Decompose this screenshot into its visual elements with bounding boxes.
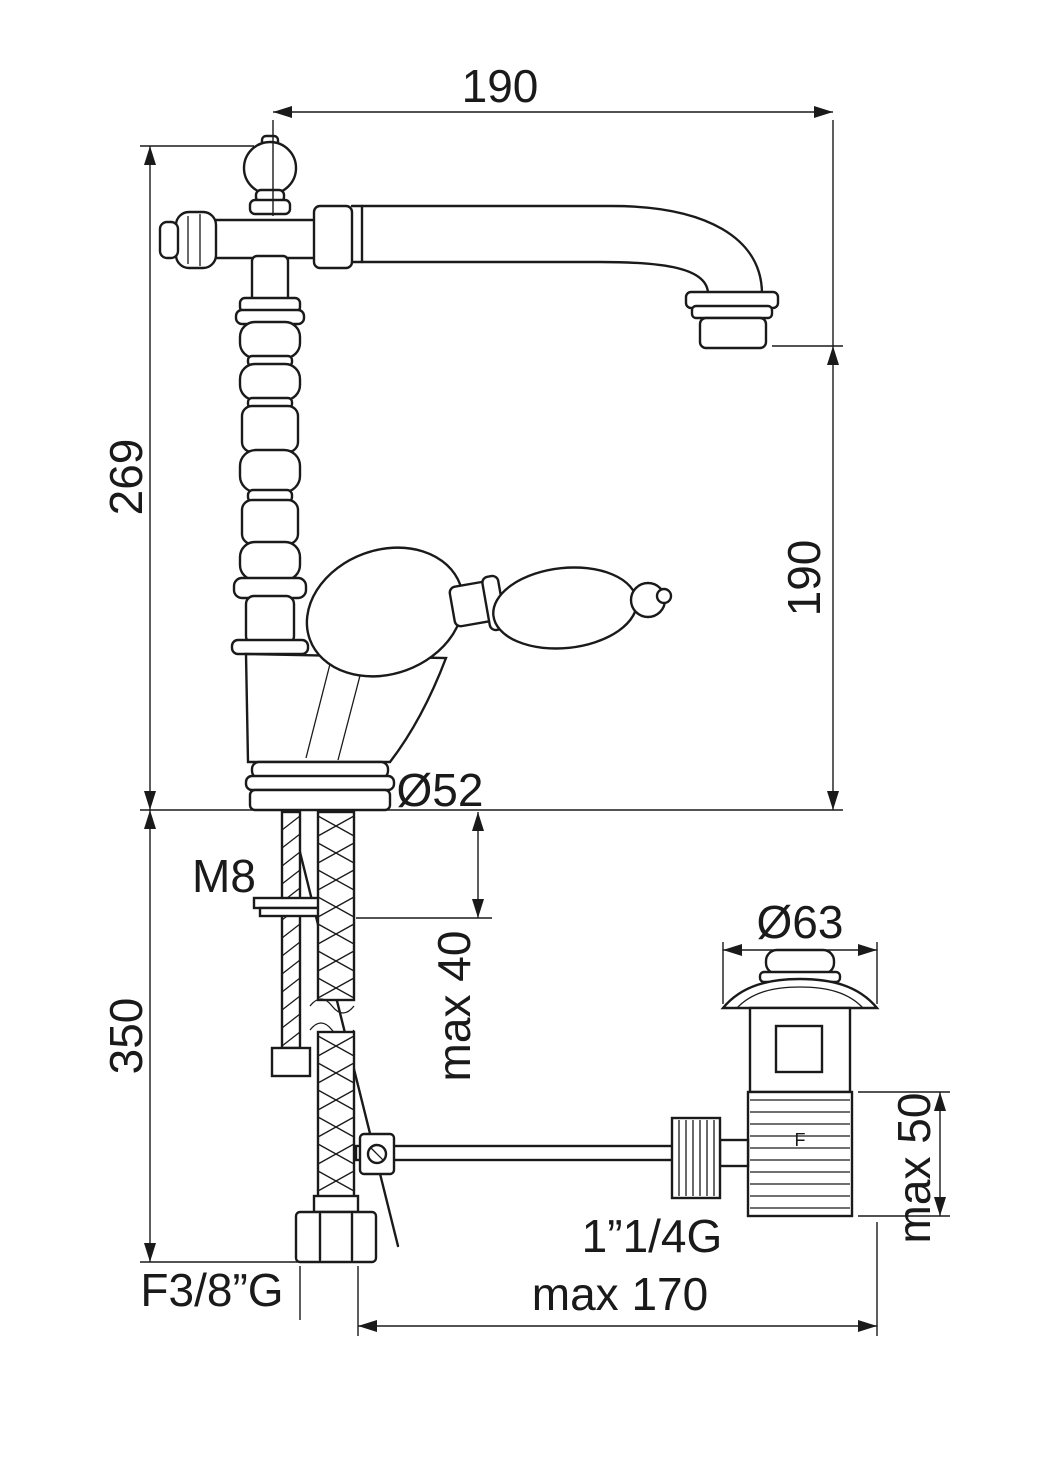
dim-height-total: 269 (100, 145, 254, 810)
waste-flange (720, 977, 880, 1010)
dimensions: 190 190 269 350 (100, 60, 950, 1336)
pop-up-waste: F (670, 948, 880, 1218)
dim-waste-depth: max 50 (858, 1091, 950, 1244)
overflow-hole (774, 1024, 824, 1074)
waste-tailpiece (746, 1090, 854, 1218)
dim-spout-reach: 190 (272, 60, 834, 346)
dim-label-stud-thread: M8 (192, 850, 256, 902)
m8-stud (252, 810, 352, 1078)
dim-label-base-diameter: Ø52 (397, 764, 484, 816)
hose-nut (294, 1210, 378, 1264)
knurled-nut (670, 1116, 722, 1200)
dim-under-length: 350 (100, 810, 298, 1263)
flexible-hose (294, 810, 378, 1264)
dim-rod-reach: max 170 (299, 1222, 878, 1336)
dim-label-height-total: 269 (100, 439, 152, 516)
base (244, 760, 396, 812)
dim-waste-flange: Ø63 (722, 896, 878, 1004)
dim-spout-height: 190 (772, 345, 843, 810)
dim-label-spout-height: 190 (778, 540, 830, 617)
dim-label-rod-reach: max 170 (532, 1268, 708, 1320)
dim-label-deck-thickness: max 40 (428, 931, 480, 1082)
waste-plug-cap (764, 948, 836, 976)
dim-label-under-length: 350 (100, 998, 152, 1075)
hose-break-mark (309, 998, 355, 1014)
column (230, 308, 310, 656)
mixer-body (244, 546, 673, 764)
faucet (158, 134, 780, 812)
pivot-joint (718, 1138, 750, 1168)
dim-label-waste-flange: Ø63 (757, 896, 844, 948)
spout (350, 204, 780, 350)
linkage-rod (354, 1132, 690, 1176)
dim-label-hose-thread: F3/8”G (140, 1264, 283, 1316)
dim-label-spout-reach: 190 (462, 60, 539, 112)
waste-stamp: F (795, 1130, 806, 1150)
mounting-hardware (252, 810, 690, 1264)
cross-handle (158, 134, 354, 314)
fixing-nut (270, 1046, 312, 1078)
dim-label-waste-depth: max 50 (888, 1093, 940, 1244)
dim-label-waste-thread: 1”1/4G (582, 1210, 723, 1262)
dim-deck-thickness: max 40 (356, 812, 492, 1081)
lever-handle (492, 566, 638, 650)
